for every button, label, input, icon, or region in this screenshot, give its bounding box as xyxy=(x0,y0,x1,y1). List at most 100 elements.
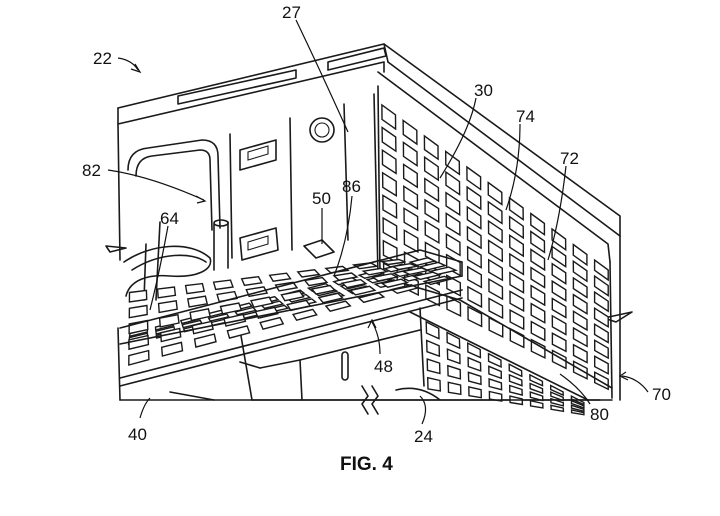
wall-cell xyxy=(487,239,504,263)
wall-cell xyxy=(445,191,461,217)
wall-cell xyxy=(530,248,546,272)
wall-cell xyxy=(382,216,398,242)
ref-30: 30 xyxy=(474,81,493,100)
lower-cell xyxy=(426,376,442,392)
wall-cell xyxy=(572,310,588,332)
wall-cell xyxy=(509,252,525,276)
wall-cell xyxy=(445,232,461,257)
ref-72: 72 xyxy=(560,149,579,168)
wall-cell xyxy=(466,265,483,289)
shelf-cell xyxy=(186,295,209,308)
wall-cell xyxy=(466,225,482,250)
ref-50: 50 xyxy=(312,189,331,208)
leader-lines xyxy=(107,19,649,425)
lower-wall-perforations xyxy=(425,320,585,416)
ref-70: 70 xyxy=(652,385,671,404)
lower-cell xyxy=(508,373,523,387)
shelf-cell xyxy=(274,281,299,292)
wall-cell xyxy=(572,326,588,348)
wall-cell xyxy=(551,227,567,252)
shelf-cell xyxy=(219,302,243,315)
ref-74: 74 xyxy=(516,107,535,126)
wall-cell xyxy=(467,285,483,309)
shelf-cell xyxy=(310,284,337,295)
lower-cell xyxy=(508,363,523,378)
shelf-cell xyxy=(240,275,263,287)
shelf-cell xyxy=(158,313,180,328)
wall-cell xyxy=(551,332,567,353)
wall-cell xyxy=(402,163,419,189)
wall-cell xyxy=(487,219,503,244)
wall-cell xyxy=(572,276,588,299)
lower-cell xyxy=(508,384,523,397)
ref-22: 22 xyxy=(93,49,112,68)
shelf-cell xyxy=(317,292,344,304)
shelf-cell xyxy=(268,272,292,282)
lower-cell xyxy=(550,404,565,413)
lower-cell xyxy=(446,348,461,365)
wall-cell xyxy=(593,306,609,329)
wall-cell xyxy=(530,284,546,307)
lower-cell xyxy=(570,404,585,413)
ref-24: 24 xyxy=(414,427,433,446)
ref-82: 82 xyxy=(82,161,101,180)
shelf-cell xyxy=(408,257,437,267)
wall-cell xyxy=(488,297,504,320)
shelf-cell xyxy=(128,289,148,303)
shelf-cell xyxy=(207,313,230,322)
wall-cell xyxy=(466,205,482,230)
wall-cell xyxy=(509,308,525,331)
wall-cell xyxy=(530,212,546,237)
wall-cell xyxy=(530,230,546,254)
wall-cell xyxy=(593,274,609,297)
wall-cell xyxy=(572,343,588,364)
wall-cell xyxy=(466,245,482,269)
lower-cell xyxy=(426,358,441,375)
wall-cell xyxy=(425,283,441,307)
wall-cell xyxy=(508,196,524,221)
wall-cell xyxy=(403,229,419,254)
wall-cell xyxy=(508,233,524,258)
wall-cell xyxy=(424,219,440,245)
shelf-cell xyxy=(296,269,321,278)
wall-cell xyxy=(509,271,525,294)
wall-cell xyxy=(424,177,440,203)
shelf-cell xyxy=(380,278,410,288)
wall-cell xyxy=(488,277,504,301)
wall-cell xyxy=(445,170,461,196)
wall-cell xyxy=(424,198,440,224)
shelf-cell xyxy=(280,290,305,302)
wall-cell xyxy=(382,194,398,220)
shelf-cell xyxy=(292,308,318,322)
shelf-cell xyxy=(379,258,406,266)
ref-48: 48 xyxy=(374,357,393,376)
shelf-cell xyxy=(212,279,234,291)
wall-cell xyxy=(487,181,503,206)
wall-cell xyxy=(381,126,397,153)
wall-cell xyxy=(594,355,609,375)
wall-cell xyxy=(381,171,398,197)
wall-cell xyxy=(487,200,503,225)
reference-numerals: 22 27 30 74 72 82 64 50 86 48 40 24 80 7… xyxy=(82,3,671,446)
shelf-cell xyxy=(400,267,431,276)
shelf xyxy=(117,239,613,415)
shelf-cell xyxy=(128,349,150,366)
shelf-cell xyxy=(156,286,177,299)
shelf-cell xyxy=(332,272,359,281)
wall-cell xyxy=(509,327,525,349)
shelf-cell xyxy=(160,341,184,357)
lower-cell xyxy=(488,390,503,402)
lower-cell xyxy=(467,371,482,386)
rear-wall xyxy=(105,93,633,323)
shelf-cell xyxy=(157,299,178,314)
shelf-cell xyxy=(340,278,368,289)
wall-cell xyxy=(530,320,546,342)
wall-cell xyxy=(551,262,567,285)
ref-27: 27 xyxy=(282,3,301,22)
wall-cell xyxy=(551,314,567,336)
wall-cell xyxy=(403,185,419,211)
lower-cell xyxy=(529,382,544,395)
wall-cell xyxy=(381,103,397,131)
lower-cell xyxy=(425,339,441,358)
wall-cell xyxy=(551,297,567,319)
